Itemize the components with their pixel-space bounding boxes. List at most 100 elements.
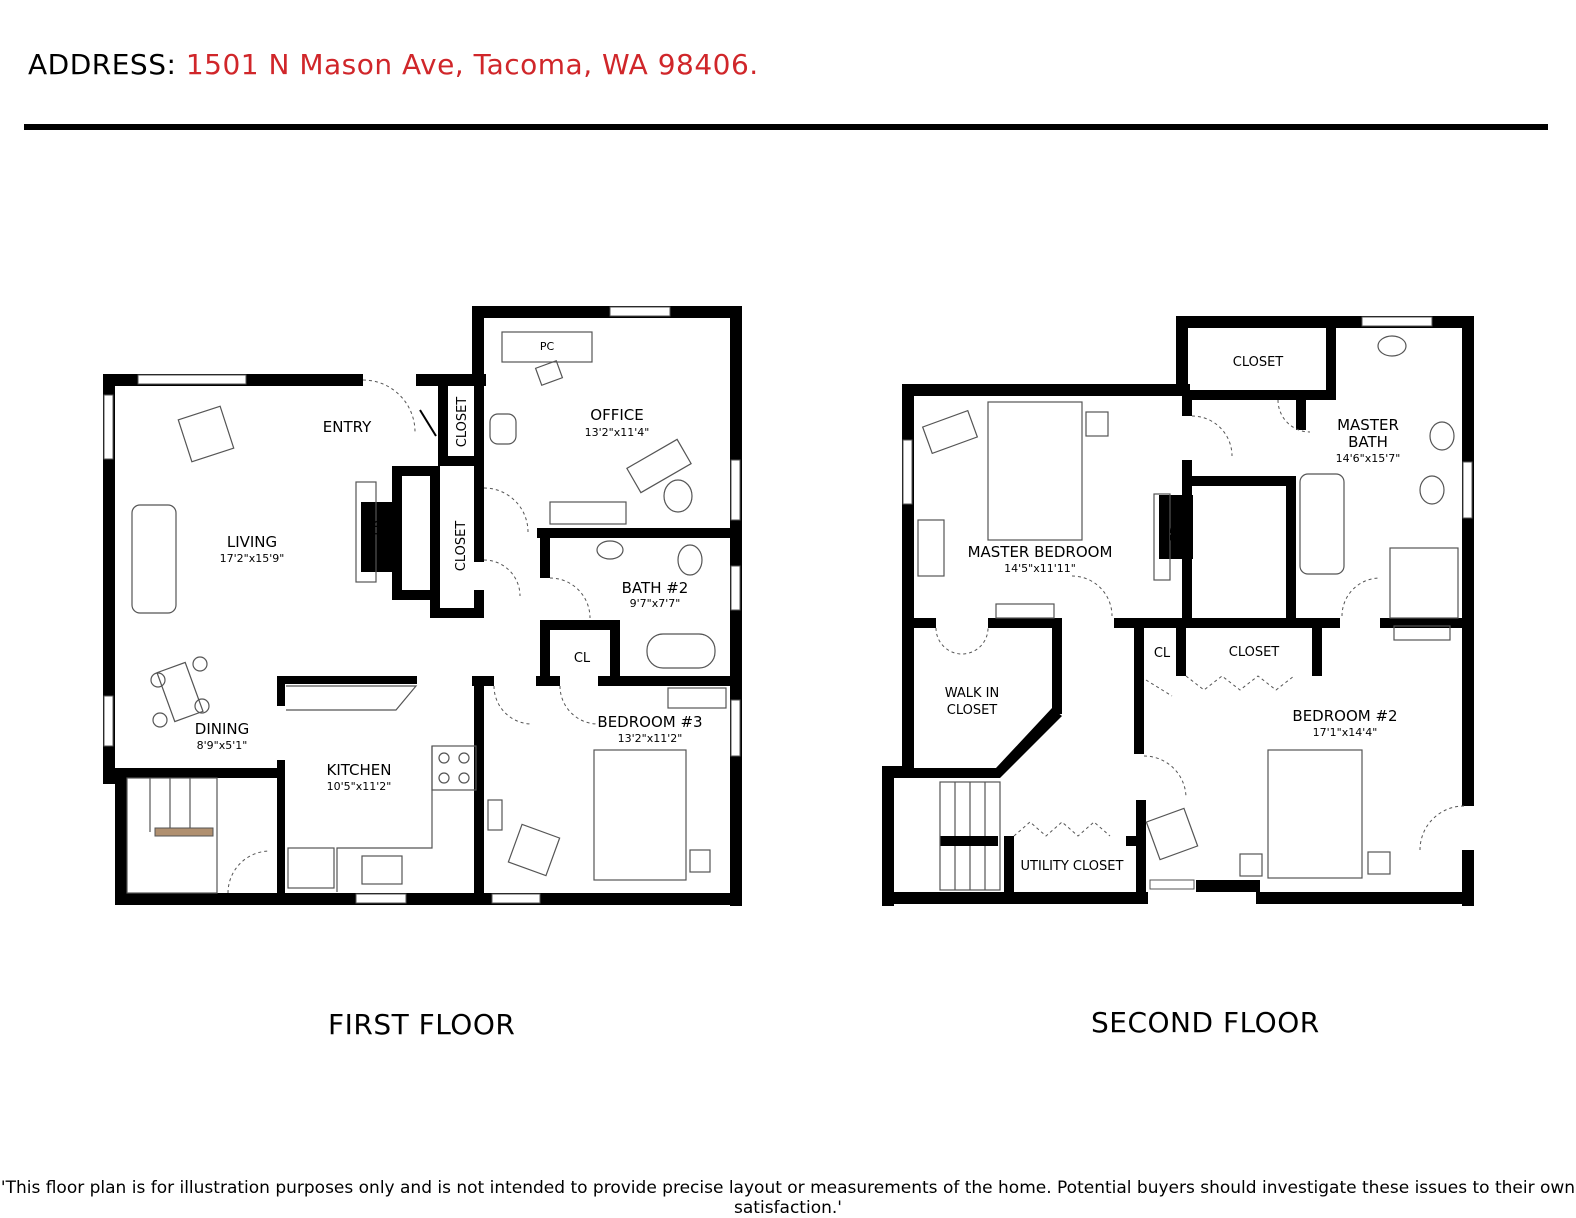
kitchen-sink: [361, 855, 403, 885]
door-swing: [493, 685, 533, 725]
wall: [536, 676, 560, 686]
room-label-master-bath-2: BATH: [1348, 433, 1388, 451]
room-label-walk-in-2: CLOSET: [947, 703, 998, 718]
bench: [549, 501, 627, 525]
pc-label: PC: [540, 340, 555, 353]
wall: [540, 538, 550, 578]
window: [355, 893, 407, 904]
counter: [336, 746, 433, 892]
door-swing: [1071, 575, 1113, 617]
wall: [115, 770, 127, 905]
wall: [103, 374, 115, 784]
room-label-closet: CLOSET: [1229, 645, 1280, 660]
wall: [474, 676, 484, 905]
wall: [940, 836, 998, 846]
window: [103, 695, 114, 747]
wall: [277, 676, 417, 684]
wall: [392, 466, 440, 476]
chair: [192, 656, 208, 672]
door-swing: [1341, 577, 1381, 617]
wall: [392, 590, 440, 600]
room-label-master-bedroom: MASTER BEDROOM: [968, 543, 1113, 561]
door-swing: [1277, 399, 1311, 433]
room-dim-master-bath: 14'6"x15'7": [1336, 452, 1401, 465]
window: [1149, 879, 1195, 890]
room-label-kitchen: KITCHEN: [327, 761, 392, 779]
wall: [1196, 880, 1260, 892]
wall: [430, 608, 484, 618]
wall: [1286, 476, 1296, 620]
armchair: [1145, 807, 1199, 861]
room-label-fireplace: FP: [373, 520, 388, 535]
wall: [115, 893, 272, 905]
kitchen-island: [286, 685, 418, 711]
disclaimer: 'This floor plan is for illustration pur…: [0, 1178, 1576, 1218]
wall: [277, 676, 285, 706]
window: [1462, 461, 1473, 519]
room-dim-bedroom2: 17'1"x14'4": [1313, 726, 1378, 739]
wall: [882, 892, 1148, 904]
nightstand: [1085, 411, 1109, 437]
wall: [1182, 396, 1192, 416]
address-header: ADDRESS: 1501 N Mason Ave, Tacoma, WA 98…: [28, 48, 759, 81]
wall: [902, 384, 1190, 396]
wall: [430, 470, 440, 616]
sink: [596, 540, 624, 560]
room-label-dining: DINING: [195, 720, 249, 738]
second-floor-plan: CLOSET MASTER BATH 14'6"x15'7" MASTER BE…: [882, 316, 1474, 906]
stove: [431, 745, 477, 791]
wall: [1126, 836, 1140, 846]
bifold-doors: [1013, 821, 1111, 837]
room-label-closet: CLOSET: [454, 521, 469, 572]
wall: [1004, 836, 1014, 896]
first-floor-plan: ENTRY CLOSET CLOSET FP OFFICE 13'2"x11'4…: [103, 306, 742, 906]
wall: [115, 768, 280, 778]
chair: [194, 698, 210, 714]
wall: [392, 466, 402, 598]
sofa: [1299, 473, 1345, 575]
door-swing: [1191, 415, 1233, 457]
window: [1361, 316, 1433, 327]
wall: [1052, 618, 1062, 714]
wall: [540, 620, 550, 684]
room-label-bedroom3: BEDROOM #3: [597, 713, 702, 731]
bench: [995, 603, 1055, 619]
room-dim-master-bedroom: 14'5"x11'11": [1004, 562, 1076, 575]
wall: [438, 456, 484, 466]
wall: [1312, 624, 1322, 676]
wall: [438, 382, 448, 466]
door-swing: [483, 487, 529, 533]
wall: [1186, 390, 1336, 400]
bathtub: [646, 633, 716, 669]
wall: [416, 374, 486, 386]
room-label-bath2: BATH #2: [622, 579, 689, 597]
stairs: [939, 781, 1001, 891]
desk: [501, 331, 593, 363]
room-label-closet: CLOSET: [1233, 355, 1284, 370]
chair: [150, 672, 166, 688]
wall: [472, 306, 742, 318]
chair: [152, 712, 168, 728]
room-label-entry: ENTRY: [323, 418, 372, 436]
nightstand: [1239, 853, 1263, 877]
wall: [277, 760, 285, 905]
room-label-office: OFFICE: [590, 406, 643, 424]
room-label-closet: CLOSET: [455, 397, 470, 448]
wall: [1134, 620, 1144, 754]
hearth: [1153, 493, 1171, 581]
nightstand: [1367, 851, 1391, 875]
hearth: [355, 481, 377, 583]
wall: [1186, 476, 1296, 486]
office-chair: [534, 360, 564, 386]
door-swing: [549, 577, 591, 619]
room-label-cl: CL: [1154, 646, 1171, 661]
toilet: [1419, 475, 1445, 505]
wall: [474, 382, 484, 562]
room-dim-kitchen: 10'5"x11'2": [327, 780, 392, 793]
wall: [476, 540, 484, 560]
window: [103, 394, 114, 460]
vanity: [1393, 625, 1451, 641]
room-label-bedroom2: BEDROOM #2: [1292, 707, 1397, 725]
dining-table: [156, 661, 204, 723]
